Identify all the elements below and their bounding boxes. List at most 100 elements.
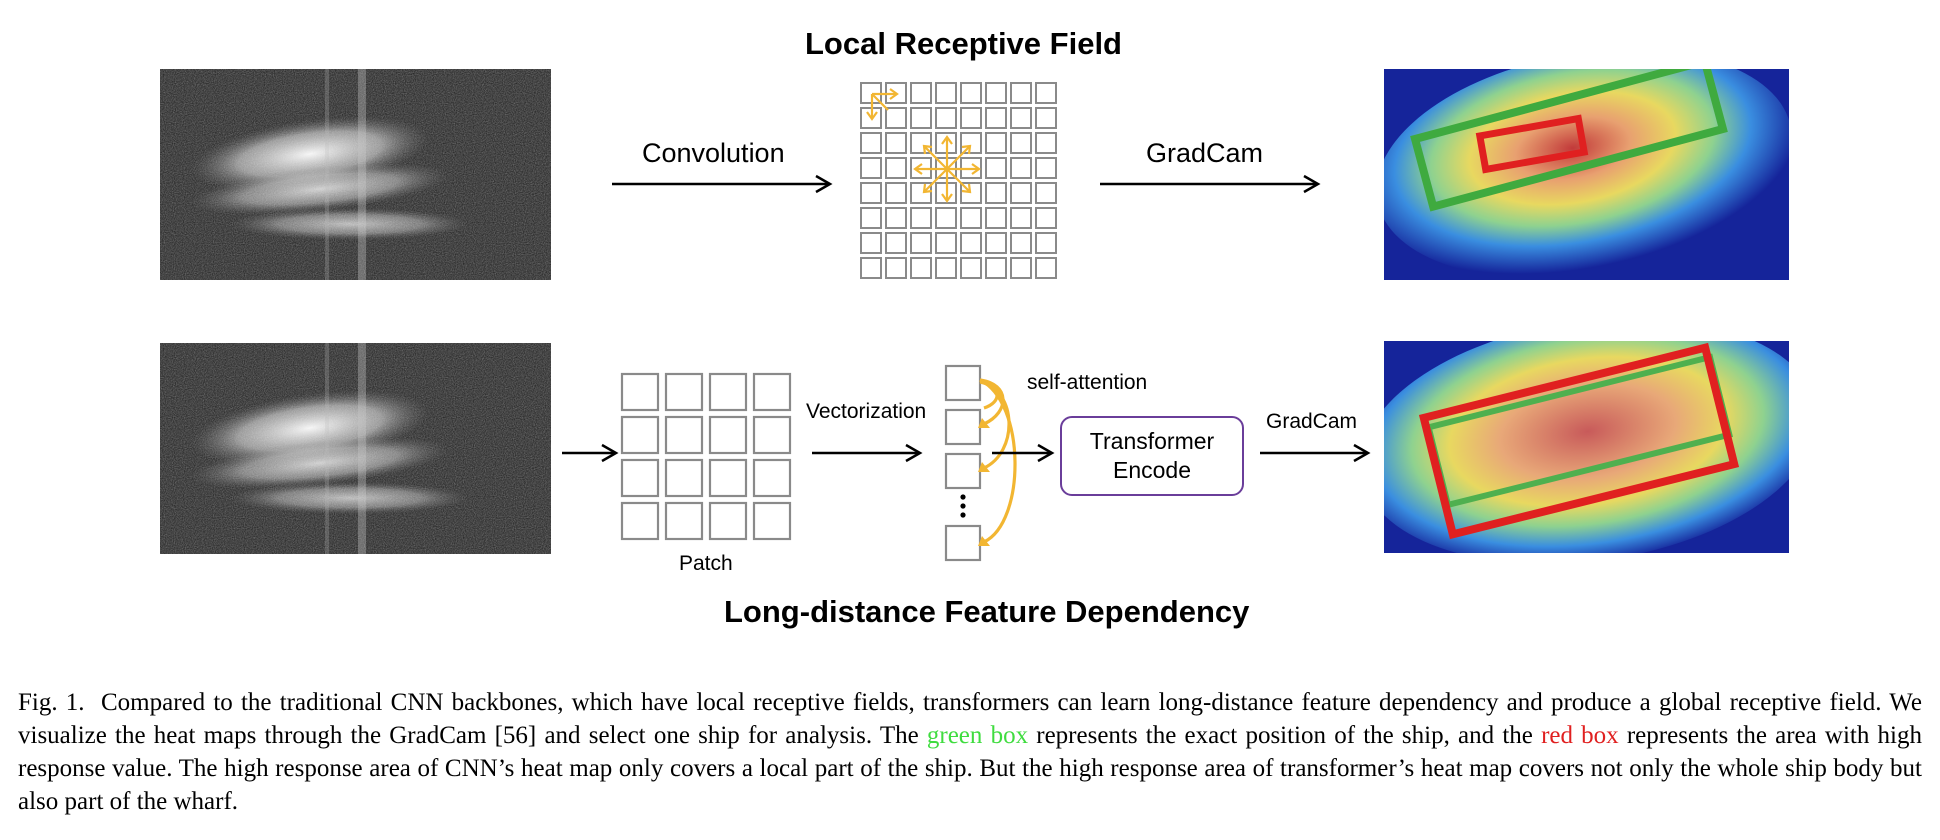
grid-cell: [1035, 207, 1057, 229]
grid-cell: [910, 82, 932, 104]
transformer-label-line1: Transformer: [1089, 428, 1215, 454]
grid-cell: [885, 157, 907, 179]
patch-grid: [620, 372, 792, 541]
transformer-encode-box: Transformer Encode: [1060, 416, 1244, 496]
sar-image-bottom: [160, 343, 551, 554]
grid-cell: [910, 257, 932, 279]
caption-red-box: red box: [1541, 722, 1619, 749]
patch-cell: [664, 415, 704, 455]
grid-cell: [1035, 157, 1057, 179]
grid-cell: [1010, 232, 1032, 254]
grid-cell: [1010, 107, 1032, 129]
bottom-title: Long-distance Feature Dependency: [724, 594, 1250, 629]
grid-cell: [985, 207, 1007, 229]
grid-cell: [860, 257, 882, 279]
grid-cell: [985, 257, 1007, 279]
grid-cell: [985, 107, 1007, 129]
gradcam-bottom-label: GradCam: [1266, 410, 1358, 433]
grid-cell: [1035, 182, 1057, 204]
grid-cell: [910, 207, 932, 229]
grid-cell: [1035, 257, 1057, 279]
grid-cell: [885, 132, 907, 154]
token-column: [944, 364, 1017, 562]
caption-text-2: represents the exact position of the shi…: [1036, 722, 1533, 749]
grid-cell: [985, 182, 1007, 204]
caption-text-1: Compared to the traditional CNN backbone…: [18, 689, 1922, 749]
patch-cell: [620, 458, 660, 498]
grid-cell: [1010, 132, 1032, 154]
grid-cell: [860, 232, 882, 254]
heatmap-bottom: [1384, 341, 1789, 553]
caption-green-box: green box: [926, 722, 1029, 749]
self-attention-label: self-attention: [1027, 371, 1148, 394]
grid-cell: [860, 207, 882, 229]
grid-cell: [960, 232, 982, 254]
grid-cell: [985, 132, 1007, 154]
grid-cell: [885, 232, 907, 254]
grid-cell: [935, 232, 957, 254]
patch-cell: [620, 372, 660, 412]
sar-image-top: [160, 69, 551, 280]
gradcam-bottom-arrow: [1260, 443, 1371, 463]
grid-cell: [960, 107, 982, 129]
caption-prefix: Fig. 1.: [18, 689, 85, 716]
patch-cell: [752, 501, 792, 541]
grid-cell: [885, 182, 907, 204]
figure-caption: Fig. 1. Compared to the traditional CNN …: [18, 686, 1922, 818]
patch-cell: [708, 458, 748, 498]
grid-cell: [960, 207, 982, 229]
grid-cell: [935, 207, 957, 229]
patch-cell: [752, 372, 792, 412]
convolution-arrow: [612, 174, 833, 194]
patch-cell: [708, 372, 748, 412]
grid-cell: [985, 82, 1007, 104]
grid-cell: [1010, 157, 1032, 179]
grid-cell: [860, 132, 882, 154]
receptive-field-grid: [860, 82, 1057, 279]
grid-cell: [910, 182, 932, 204]
vectorization-label: Vectorization: [806, 400, 927, 423]
grid-cell: [885, 207, 907, 229]
grid-cell: [1035, 132, 1057, 154]
grid-cell: [935, 107, 957, 129]
grid-cell: [935, 257, 957, 279]
grid-cell: [960, 132, 982, 154]
patch-cell: [620, 501, 660, 541]
grid-cell: [910, 232, 932, 254]
transformer-label-line2: Encode: [1112, 457, 1191, 483]
grid-cell: [1010, 182, 1032, 204]
grid-cell: [985, 232, 1007, 254]
patch-cell: [708, 415, 748, 455]
grid-cell: [985, 157, 1007, 179]
patch-cell: [620, 415, 660, 455]
patch-cell: [752, 458, 792, 498]
transformer-input-arrow: [992, 443, 1055, 463]
grid-cell: [1010, 257, 1032, 279]
grid-cell: [860, 182, 882, 204]
gradcam-top-label: GradCam: [1146, 138, 1264, 168]
patch-cell: [664, 458, 704, 498]
grid-cell: [1035, 232, 1057, 254]
top-title: Local Receptive Field: [805, 26, 1122, 61]
grid-cell: [960, 82, 982, 104]
patch-cell: [752, 415, 792, 455]
grid-cell: [1035, 107, 1057, 129]
receptive-arrows: [866, 88, 981, 203]
grid-cell: [885, 257, 907, 279]
gradcam-top-arrow: [1100, 174, 1321, 194]
caption-text-3: represents the area with high response v…: [18, 722, 1922, 815]
grid-cell: [960, 257, 982, 279]
grid-cell: [885, 107, 907, 129]
vectorization-arrow: [812, 443, 923, 463]
grid-cell: [1010, 82, 1032, 104]
convolution-label: Convolution: [642, 138, 785, 168]
grid-cell: [910, 107, 932, 129]
heatmap-top: [1384, 69, 1789, 280]
patch-cell: [664, 372, 704, 412]
patch-cell: [664, 501, 704, 541]
grid-cell: [860, 157, 882, 179]
patch-cell: [708, 501, 748, 541]
self-attention-arrows: [979, 378, 1017, 544]
grid-cell: [935, 82, 957, 104]
input-arrow: [562, 443, 619, 463]
